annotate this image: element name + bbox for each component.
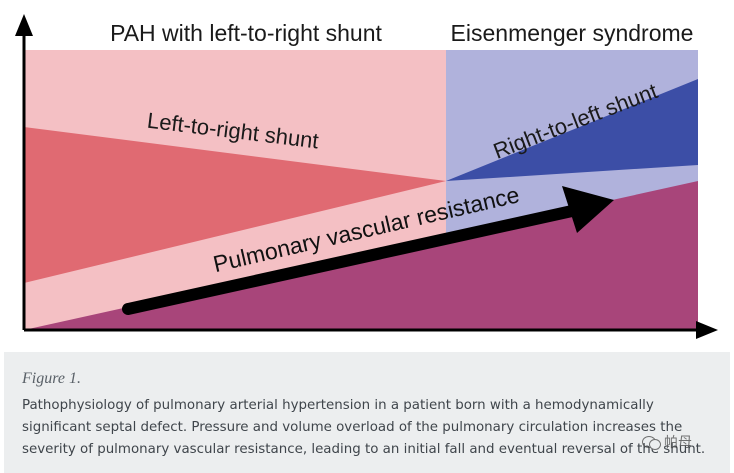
diagram: PAH with left-to-right shunt Eisenmenger… bbox=[15, 14, 718, 339]
caption-line: severity of pulmonary vascular resistanc… bbox=[22, 442, 706, 457]
caption-line: Pathophysiology of pulmonary arterial hy… bbox=[22, 398, 654, 413]
caption-text: Pathophysiology of pulmonary arterial hy… bbox=[22, 395, 722, 461]
watermark: 帕母 bbox=[642, 432, 692, 452]
wechat-icon bbox=[642, 435, 661, 450]
pvr-arrow-shaft bbox=[122, 205, 578, 315]
phase-label-right: Eisenmenger syndrome bbox=[451, 20, 694, 46]
caption-label: Figure 1. bbox=[22, 370, 81, 387]
right-to-left-shunt-region bbox=[446, 79, 698, 181]
phase-label-left: PAH with left-to-right shunt bbox=[110, 20, 382, 46]
watermark-text: 帕母 bbox=[664, 435, 692, 451]
x-axis-arrow-icon bbox=[696, 321, 718, 339]
caption-line: significant septal defect. Pressure and … bbox=[22, 420, 683, 435]
y-axis-arrow-icon bbox=[15, 14, 33, 36]
caption-box: Figure 1. Pathophysiology of pulmonary a… bbox=[4, 352, 730, 473]
left-to-right-shunt-region bbox=[24, 127, 446, 283]
pvr-arrow-head bbox=[562, 186, 614, 233]
